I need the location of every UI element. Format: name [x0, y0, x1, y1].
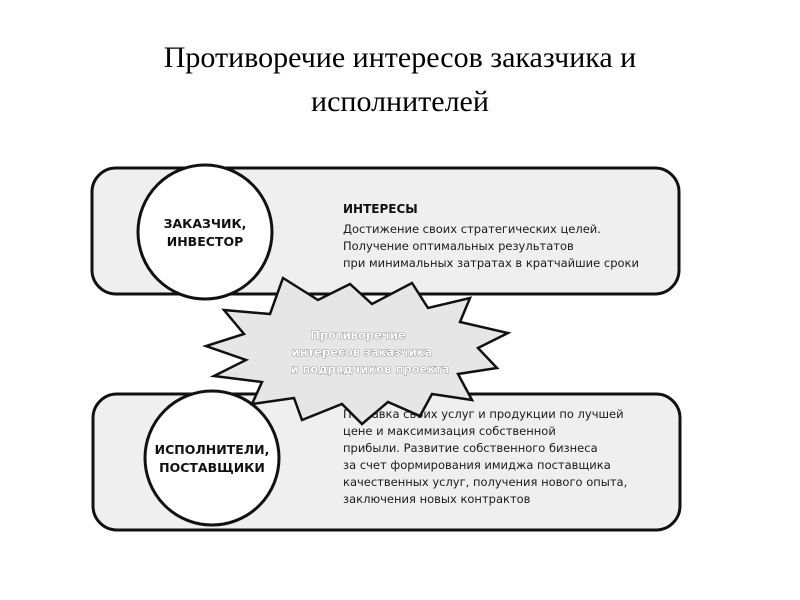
conflict-line-1: Противоречие — [310, 328, 406, 342]
slide-title-line-1: Противоречие интересов заказчика и — [163, 41, 637, 74]
conflict-line-3: и подрядчиков проекта — [290, 362, 449, 376]
customer-role-line-1: ЗАКАЗЧИК, — [164, 216, 247, 231]
contractor-interest-line-2: цене и максимизация собственной — [343, 424, 556, 438]
contractor-interest-line-4: за счет формирования имиджа поставщика — [343, 458, 611, 472]
customer-interest-line-1: Достижение своих стратегических целей. — [343, 222, 601, 236]
contractor-role-line-2: ПОСТАВЩИКИ — [159, 460, 265, 475]
customer-interest-line-2: Получение оптимальных результатов — [343, 239, 574, 253]
contractor-role-line-1: ИСПОЛНИТЕЛИ, — [155, 442, 270, 457]
customer-panel: ЗАКАЗЧИК, ИНВЕСТОР ИНТЕРЕСЫ Достижение с… — [90, 163, 681, 301]
contractor-interest-line-3: прибыли. Развитие собственного бизнеса — [343, 441, 598, 455]
contractor-interest-line-6: заключения новых контрактов — [343, 492, 531, 506]
conflict-line-2: интересов заказчика — [292, 345, 433, 359]
conflict-burst: Противоречие интересов заказчика и подря… — [202, 276, 512, 426]
customer-interest-line-3: при минимальных затратах в кратчайшие ср… — [343, 256, 639, 270]
customer-interests-heading: ИНТЕРЕСЫ — [343, 202, 418, 216]
contractor-interest-line-1: Поставка своих услуг и продукции по лучш… — [343, 407, 624, 421]
slide-title-line-2: исполнителей — [311, 85, 489, 118]
slide-title: Противоречие интересов заказчика и испол… — [60, 36, 740, 124]
contractor-interest-line-5: качественных услуг, получения нового опы… — [343, 475, 627, 489]
contractor-circle — [143, 389, 281, 527]
customer-role-line-2: ИНВЕСТОР — [167, 234, 243, 249]
customer-circle — [136, 163, 274, 301]
contractor-panel: ИСПОЛНИТЕЛИ, ПОСТАВЩИКИ Поставка своих у… — [91, 389, 682, 532]
conflict-burst-shape — [202, 276, 512, 426]
